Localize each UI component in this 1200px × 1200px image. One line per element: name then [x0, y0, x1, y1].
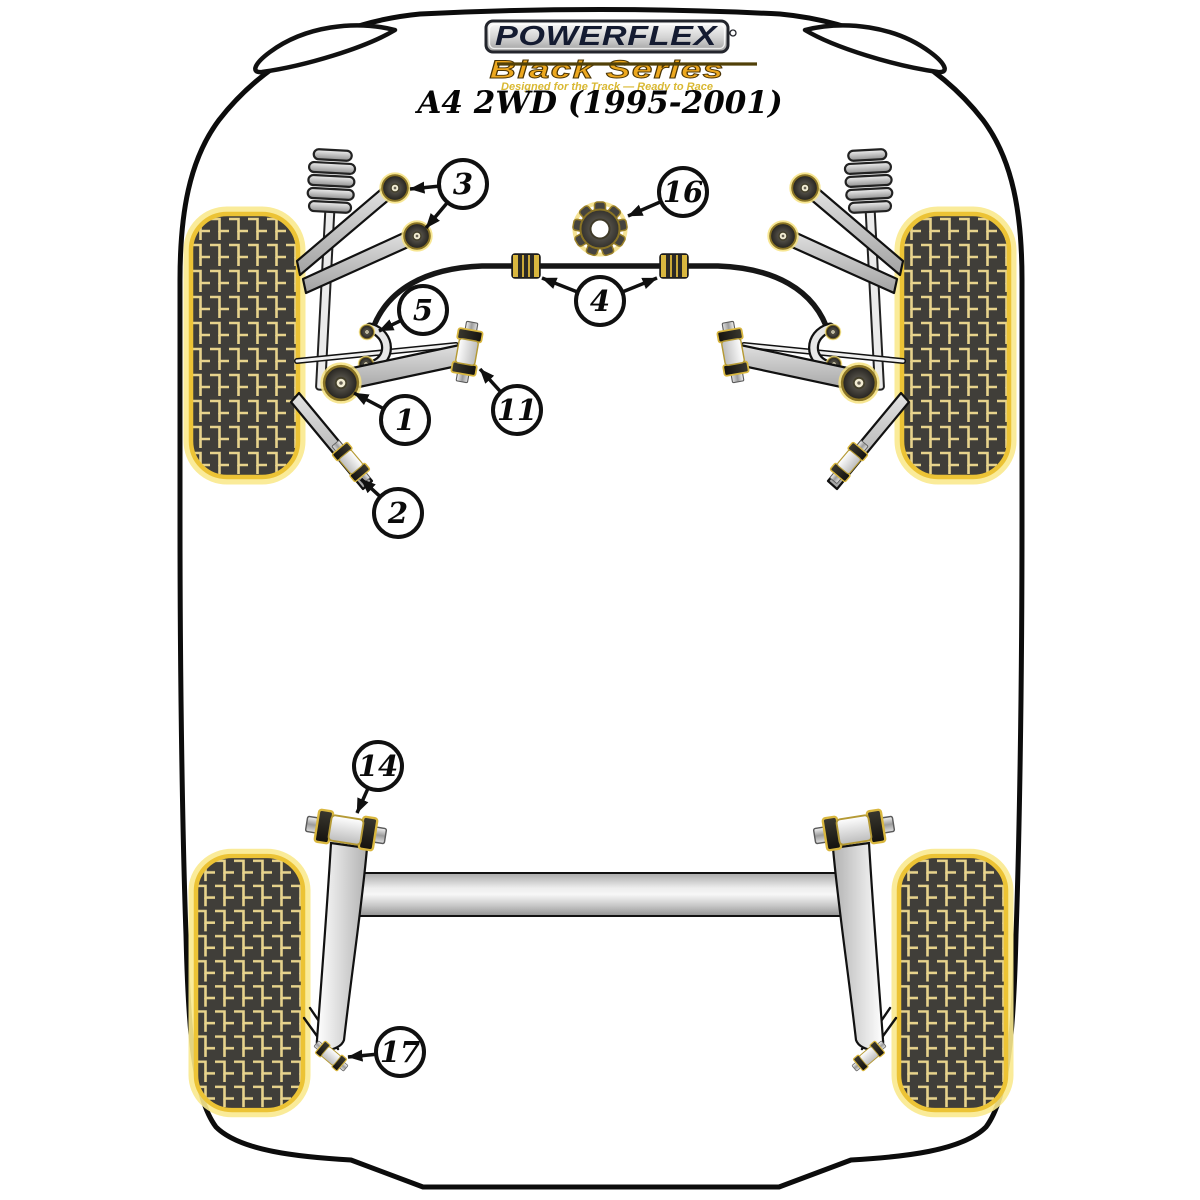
callout-arrow — [378, 319, 402, 333]
powerflex-logo: POWERFLEX Black Series Designed for the … — [484, 19, 757, 93]
callout-arrow — [424, 201, 449, 230]
rear-left-tire — [192, 852, 307, 1114]
callout-circle — [397, 284, 449, 336]
callout-number: 14 — [358, 749, 398, 783]
anti-roll-bar-bushing-left — [511, 253, 541, 279]
steering-rack-gear-icon — [572, 201, 628, 257]
callout-arrow — [409, 181, 439, 194]
callout-circle — [491, 384, 543, 436]
front-left-tire — [187, 210, 302, 481]
callout-circle — [372, 487, 424, 539]
callout-circle — [437, 158, 489, 210]
callout-number: 17 — [380, 1035, 420, 1069]
callout-circle — [374, 1026, 426, 1078]
callout-arrow — [478, 367, 502, 393]
callout-2: 2 — [359, 477, 424, 539]
callout-number: 11 — [497, 393, 537, 427]
callout-14: 14 — [352, 740, 404, 814]
brand-text: POWERFLEX — [495, 20, 719, 51]
callout-16: 16 — [627, 166, 709, 218]
callout-arrow — [355, 788, 370, 814]
model-title: A4 2WD (1995-2001) — [414, 85, 782, 121]
callout-number: 16 — [663, 175, 703, 209]
callout-number: 1 — [395, 403, 415, 437]
callout-circle — [379, 394, 431, 446]
series-text: Black Series — [490, 56, 725, 84]
callout-1: 1 — [353, 391, 431, 446]
left-mirror — [253, 23, 398, 75]
rear-right-tire — [895, 852, 1010, 1114]
right-mirror — [802, 23, 947, 75]
front-right-upper-arm-bushing-1 — [789, 172, 821, 204]
callout-4: 4 — [541, 275, 658, 327]
callout-17: 17 — [347, 1026, 426, 1078]
callout-circle — [657, 166, 709, 218]
callout-11: 11 — [478, 367, 543, 436]
callout-arrow — [359, 477, 381, 498]
callout-5: 5 — [378, 284, 449, 336]
callout-arrow — [627, 200, 661, 218]
front-right-upper-arm-bushing-2 — [767, 220, 799, 252]
front-left-upper-arm-bushing-1 — [379, 172, 411, 204]
anti-roll-bar-bushing-right — [659, 253, 689, 279]
callout-circle — [574, 275, 626, 327]
tagline-text: Designed for the Track — Ready to Race — [501, 81, 713, 93]
front-right-tie-rod — [741, 342, 906, 364]
callout-3: 3 — [409, 158, 489, 230]
front-right-tire — [898, 210, 1013, 481]
callout-number: 2 — [387, 496, 408, 530]
callout-arrow — [541, 276, 578, 294]
callout-arrow — [622, 276, 658, 294]
registered-mark-icon — [729, 29, 737, 37]
callout-number: 5 — [413, 293, 433, 327]
callout-number: 3 — [453, 167, 473, 201]
callout-arrow — [347, 1049, 376, 1062]
front-left-tie-rod — [294, 342, 459, 364]
callout-circle — [352, 740, 404, 792]
rear-axle-beam — [337, 872, 863, 917]
front-anti-roll-bar — [368, 263, 832, 337]
callout-arrow — [353, 391, 384, 410]
front-left-inner-arm-bushing — [320, 362, 362, 404]
callout-number: 4 — [590, 284, 610, 318]
front-right-inner-arm-bushing — [838, 362, 880, 404]
